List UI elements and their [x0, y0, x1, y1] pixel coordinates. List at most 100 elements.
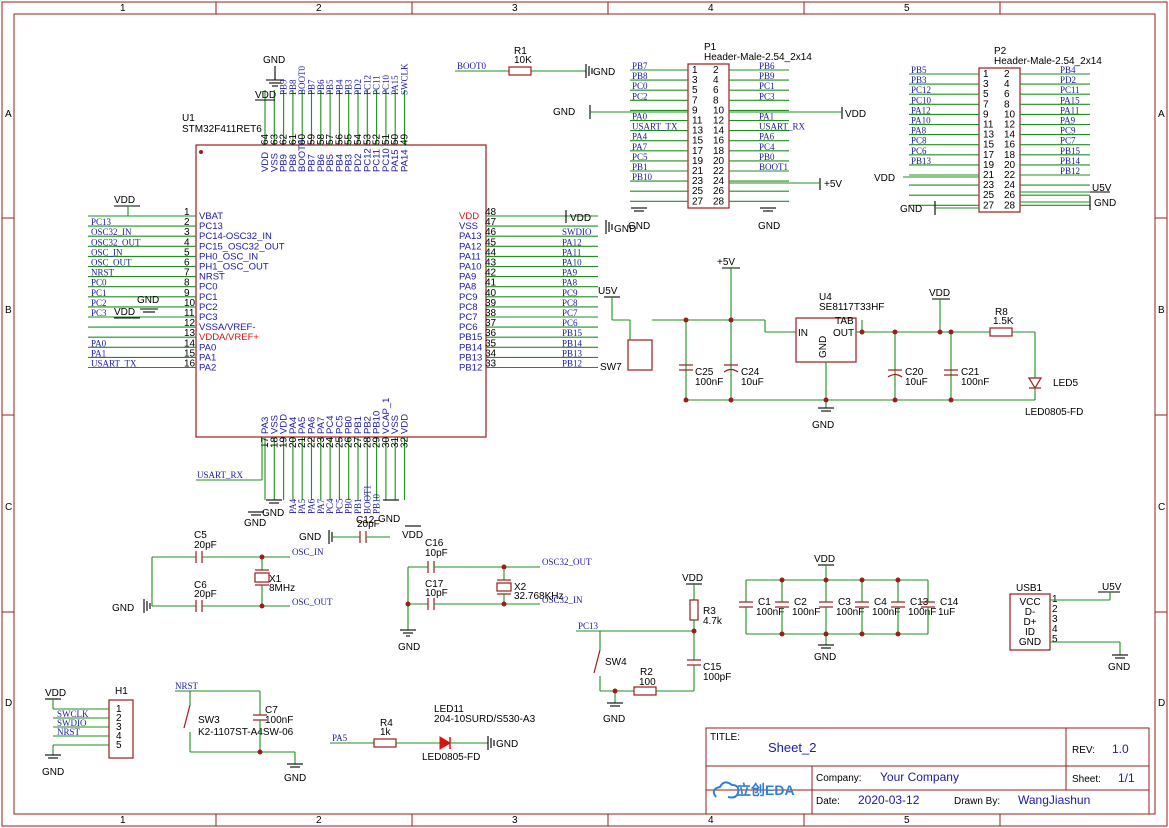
title-block: TITLE: Sheet_2 REV: 1.0 Company: Your Co… — [705, 727, 1150, 815]
c24-value: 10uF — [741, 377, 764, 388]
u1-pin-name-1: VBAT — [199, 211, 223, 222]
u1-pin-name-27: PB1 — [353, 416, 364, 434]
u1-pin-num-27: 27 — [353, 436, 364, 448]
usb1-pin-num-3: 3 — [1052, 614, 1058, 625]
u1-pin-num-42: 42 — [485, 268, 497, 279]
net-p1-3: PB8 — [632, 71, 648, 81]
net-p2-14: PC9 — [1060, 126, 1076, 136]
net-p1-8: PC3 — [759, 91, 775, 101]
u1-pin-num-10: 10 — [184, 298, 196, 309]
u1-pin-name-2: PC13 — [199, 221, 223, 232]
u1-pin-name-47: VSS — [459, 221, 478, 232]
p2-pin-25: 25 — [983, 190, 995, 201]
u1-pin-name-32: VDD — [400, 414, 411, 434]
p2-pin-13: 13 — [983, 130, 995, 141]
u1-pin-name-62: PB9 — [279, 154, 290, 172]
x1-value: 8MHz — [269, 583, 295, 594]
title-label: TITLE: — [710, 732, 740, 743]
u1-pin-name-11: PC3 — [199, 312, 217, 323]
net-h1-4: NRST — [57, 727, 81, 737]
vdd-label-reg: VDD — [929, 288, 950, 299]
net-p1-2: PB6 — [759, 61, 775, 71]
p1-pin-12: 12 — [713, 116, 725, 127]
u1-pin-num-36: 36 — [485, 328, 497, 339]
h1-pin-5: 5 — [116, 740, 122, 751]
p2-pin-9: 9 — [983, 109, 989, 120]
u1-pin-num-23: 23 — [316, 436, 327, 448]
net-u1-7: NRST — [91, 268, 115, 278]
u1-pin-name-35: PB14 — [459, 342, 482, 353]
u1-pin-name-53: PC12 — [362, 148, 373, 172]
net-u1-40: PC9 — [562, 288, 578, 298]
u1-pin-num-22: 22 — [307, 436, 318, 448]
u1-pin-num-8: 8 — [184, 278, 190, 289]
net-p2-2: PB4 — [1060, 65, 1076, 75]
x1-ref: X1 — [269, 574, 282, 585]
net-nrst: NRST — [175, 681, 199, 691]
drawn-value: WangJiashun — [1018, 793, 1090, 807]
gnd-label-sw3: GND — [284, 773, 306, 784]
net-u1-35: PB14 — [562, 338, 583, 348]
u1-pin-name-40: PC9 — [459, 292, 477, 303]
net-p1-7: PC2 — [632, 91, 648, 101]
u1-pin-num-35: 35 — [485, 338, 497, 349]
net-p1-23: PB10 — [632, 172, 653, 182]
net-p2-7: PC10 — [911, 95, 932, 105]
frame-col-top-2: 3 — [512, 3, 518, 14]
c16-value: 10pF — [425, 548, 448, 559]
net-p2-10: PA11 — [1060, 105, 1079, 115]
net-p2-4: PD2 — [1060, 75, 1076, 85]
junction-reg-5 — [892, 329, 898, 335]
u1-pin-name-60: BOOT0 — [297, 140, 308, 172]
u1-pin-name-23: PA7 — [316, 417, 327, 434]
p1-pin-25: 25 — [692, 186, 704, 197]
junction-reg-0 — [683, 317, 689, 323]
u1-pin-name-45: PA12 — [459, 241, 482, 252]
sw3-value: K2-1107ST-A4SW-06 — [198, 727, 294, 738]
gnd-label-p2: GND — [900, 204, 922, 215]
frame-col-bottom-2: 3 — [512, 815, 518, 826]
u1-pin-num-52: 52 — [372, 133, 383, 145]
net-u1-56: PB4 — [334, 79, 344, 95]
h1-pin-3: 3 — [116, 722, 122, 733]
c15-value: 100pF — [703, 672, 731, 683]
u1-pin-name-64: VDD — [260, 152, 271, 172]
r2-value: 100 — [639, 677, 656, 688]
net-u1-59: PB7 — [307, 79, 317, 95]
cap-c13-value: 100nF — [908, 607, 936, 618]
net-u1-52: PC11 — [372, 75, 382, 95]
p5v-label-reg: +5V — [717, 257, 735, 268]
p1-pin-6: 6 — [713, 85, 719, 96]
cap-c3-ref: C3 — [838, 597, 851, 608]
net-p1-5: PC0 — [632, 81, 648, 91]
c24-ref: C24 — [741, 367, 760, 378]
r1-resistor: BOOT0 R1 10K GND — [455, 46, 615, 78]
net-u1-60: BOOT0 — [297, 66, 307, 95]
net-u1-6: OSC_OUT — [91, 258, 132, 268]
u1-pin-name-46: PA13 — [459, 231, 482, 242]
u1-pin-num-2: 2 — [184, 217, 190, 228]
p1-pin-21: 21 — [692, 166, 704, 177]
u1-pin-num-34: 34 — [485, 348, 497, 359]
net-p1-6: PC1 — [759, 81, 775, 91]
p1-pin-5: 5 — [692, 85, 698, 96]
net-u1-57: PB5 — [325, 79, 335, 95]
u1-pin-num-58: 58 — [316, 133, 327, 145]
c25-ref: C25 — [695, 367, 714, 378]
usb1-pin-id: ID — [1025, 627, 1035, 638]
frame-col-bottom-0: 1 — [120, 815, 126, 826]
p2-pin-10: 10 — [1004, 109, 1016, 120]
u5v-label-usb: U5V — [1102, 582, 1122, 593]
date-label: Date: — [816, 796, 840, 807]
c15-ref: C15 — [703, 662, 722, 673]
u1-pin-name-54: PD2 — [353, 154, 364, 172]
u1-pin-num-26: 26 — [344, 436, 355, 448]
net-u1-41: PA8 — [562, 278, 578, 288]
u1-pin-name-52: PC11 — [372, 149, 383, 172]
net-u1-14: PA0 — [91, 338, 107, 348]
frame-row-left-3: D — [5, 698, 12, 709]
frame-row-right-1: B — [1158, 305, 1165, 316]
net-u1-26: PB0 — [344, 498, 354, 514]
u1-pin-name-57: PB5 — [325, 154, 336, 172]
